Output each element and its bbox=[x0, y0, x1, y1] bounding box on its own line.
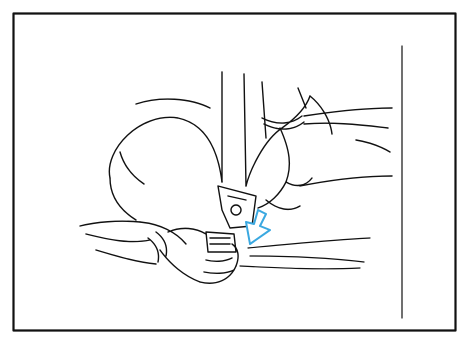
seat-lines bbox=[240, 238, 370, 269]
border-frame bbox=[14, 14, 456, 331]
seat-belt-webbing bbox=[222, 72, 266, 186]
left-hand-outline bbox=[86, 228, 238, 283]
insert-arrow bbox=[246, 210, 270, 244]
buckle bbox=[206, 232, 236, 252]
passenger-body-outline bbox=[80, 99, 222, 244]
right-hand-outline bbox=[246, 88, 392, 209]
latch-plate bbox=[218, 186, 256, 228]
